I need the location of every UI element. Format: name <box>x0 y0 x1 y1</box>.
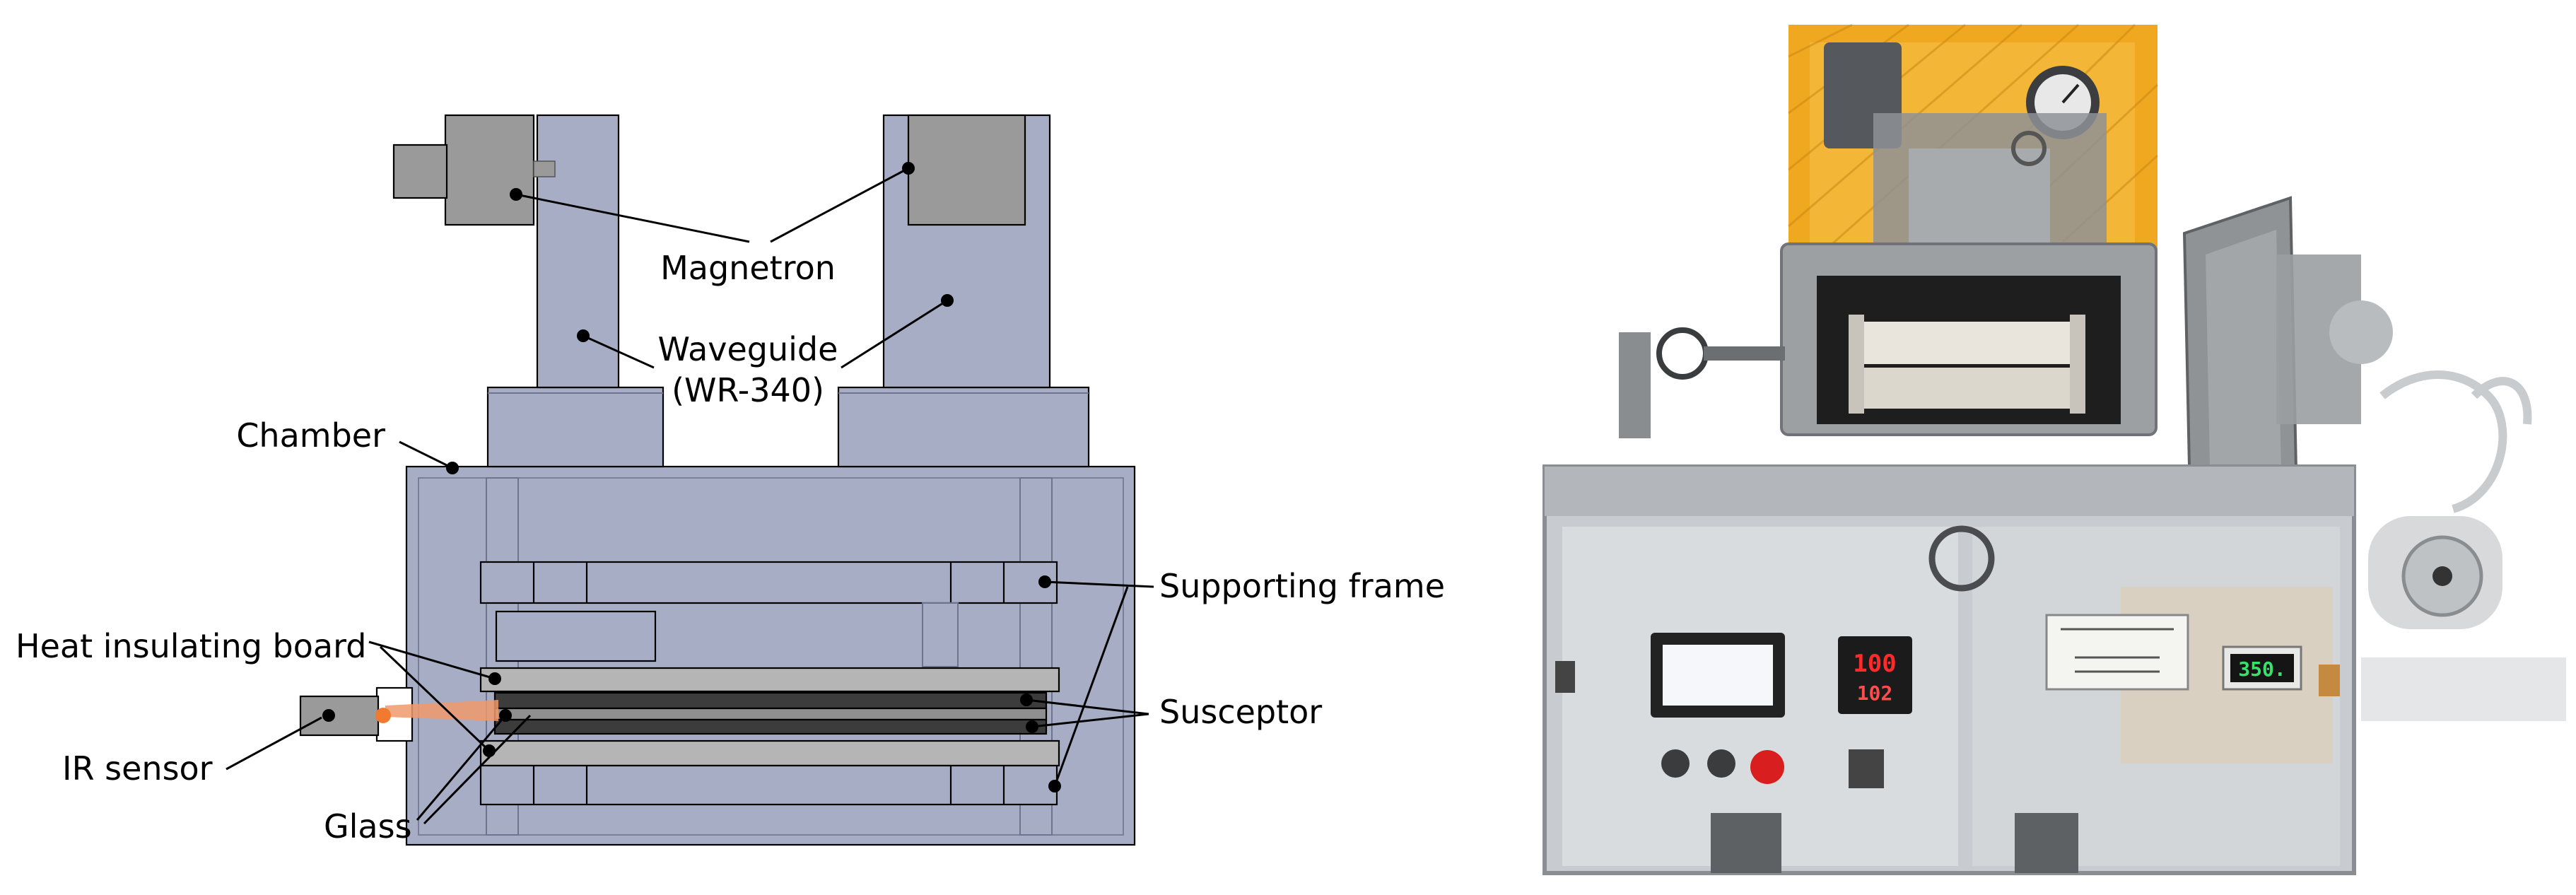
ir-sensor-lens <box>375 708 391 723</box>
photo-emergency-button <box>1750 750 1784 784</box>
photo-small-meter <box>1849 749 1884 788</box>
susceptor-lower <box>493 718 1048 735</box>
label-susceptor: Susceptor <box>1159 693 1322 731</box>
photo-control-plate <box>2045 614 2189 691</box>
waveguide-column-left <box>536 114 620 389</box>
ir-sensor-body <box>299 695 380 737</box>
controller-sv-value: 102 <box>1857 682 1893 705</box>
photo-hinge-right <box>2319 665 2340 696</box>
photo-hand-wheel-cabinet <box>1928 525 1995 592</box>
schematic-diagram: Magnetron Waveguide (WR-340) Chamber Sup… <box>16 114 1445 846</box>
label-heat-insulating-board: Heat insulating board <box>16 627 366 665</box>
leader-lines <box>226 162 1154 825</box>
label-supporting-frame: Supporting frame <box>1159 567 1445 605</box>
lower-supporting-frame <box>479 764 1058 806</box>
vacuum-display-value: 350. <box>2238 657 2285 681</box>
magnetron-right <box>907 114 1026 226</box>
photo-vacuum-display: 350. <box>2222 645 2302 691</box>
photo-button-1 <box>1661 749 1690 778</box>
label-ir-sensor: IR sensor <box>62 749 213 788</box>
equipment-photo: 100 102 350. <box>1542 23 2566 875</box>
label-magnetron: Magnetron <box>660 249 836 287</box>
photo-button-2 <box>1707 749 1735 778</box>
heat-insulating-board-lower <box>479 739 1060 767</box>
photo-hand-wheel-left <box>1656 327 1709 380</box>
photo-hinge-left <box>1555 661 1575 693</box>
label-waveguide-model: (WR-340) <box>672 371 824 409</box>
waveguide-base-right <box>837 386 1090 468</box>
glass-sample <box>493 707 1048 721</box>
label-glass: Glass <box>324 807 412 846</box>
upper-supporting-frame <box>479 561 1058 604</box>
susceptor-upper <box>493 691 1048 710</box>
label-waveguide: Waveguide <box>658 330 838 368</box>
magnetron-left <box>392 114 556 226</box>
waveguide-base-left <box>486 386 665 468</box>
ir-beam <box>385 700 498 721</box>
heat-insulating-board-upper <box>479 667 1060 693</box>
label-chamber: Chamber <box>236 416 385 455</box>
photo-temperature-controller: 100 102 <box>1838 636 1912 714</box>
inner-block <box>495 610 657 662</box>
photo-hose <box>2379 370 2532 513</box>
controller-pv-value: 100 <box>1853 650 1896 678</box>
inner-post-right <box>922 602 959 667</box>
